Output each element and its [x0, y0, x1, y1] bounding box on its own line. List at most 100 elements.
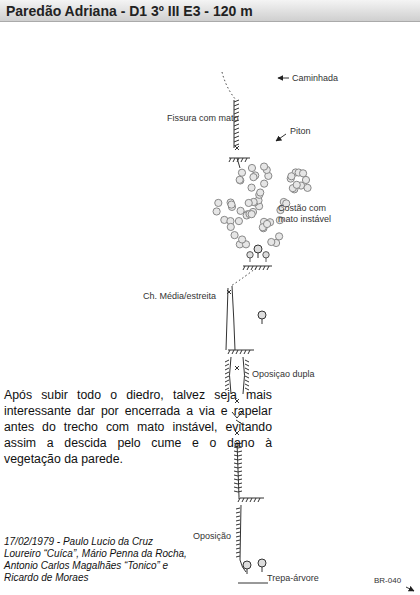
hatch-stroke: [241, 158, 243, 162]
hatch-stroke: [238, 467, 242, 468]
hatch-stroke: [245, 364, 249, 366]
leader-arrow: [278, 78, 289, 79]
route-line: [237, 158, 240, 168]
route-label: Caminhada: [292, 73, 338, 84]
hatch-stroke: [234, 467, 238, 468]
hatch-stroke: [234, 459, 238, 460]
chimney-wall: [226, 288, 228, 350]
hatch-stroke: [238, 455, 242, 456]
hatch-stroke: [236, 552, 240, 553]
hatch-stroke: [228, 350, 230, 354]
loose-rock: [245, 199, 252, 206]
belay: [243, 266, 272, 267]
ground: [238, 583, 268, 584]
hatch-stroke: [234, 479, 238, 480]
loose-rock: [213, 208, 220, 215]
hatch-stroke: [236, 520, 240, 521]
hatch-stroke: [236, 540, 240, 541]
hatch-stroke: [236, 544, 240, 545]
loose-rock: [260, 163, 267, 170]
fissure: [234, 100, 235, 148]
hatch-stroke: [245, 372, 249, 374]
route-label: Fissura com mato: [167, 113, 239, 124]
route-label: Oposição: [193, 531, 231, 542]
loose-rock: [238, 169, 245, 176]
hatch-stroke: [234, 140, 239, 142]
hatch-stroke: [225, 372, 229, 374]
hatch-stroke: [225, 376, 229, 378]
hatch-stroke: [236, 528, 240, 529]
tree-symbol: [247, 252, 253, 262]
loose-rock: [261, 180, 268, 187]
hatch-stroke: [225, 384, 229, 386]
route-label: Oposiçao dupla: [252, 369, 315, 380]
hatch-stroke: [245, 376, 249, 378]
chimney-wall: [232, 286, 235, 350]
loose-rock: [304, 184, 311, 191]
opposition-crack: [240, 505, 246, 572]
loose-rock: [268, 238, 275, 245]
hatch-stroke: [234, 483, 238, 484]
hatch-stroke: [250, 498, 252, 502]
hatch-stroke: [234, 463, 238, 464]
hatch-stroke: [251, 266, 253, 270]
route-label: Ch. Média/estreita: [143, 291, 216, 302]
hatch-stroke: [245, 158, 247, 162]
hatch-stroke: [234, 471, 238, 472]
hatch-stroke: [245, 368, 249, 370]
hatch-stroke: [238, 459, 242, 460]
hatch-stroke: [243, 266, 245, 270]
route-line: [231, 268, 256, 286]
loose-rock: [237, 177, 244, 184]
hatch-stroke: [246, 498, 248, 502]
loose-rock: [293, 181, 300, 188]
hatch-stroke: [225, 360, 229, 362]
hatch-stroke: [236, 532, 240, 533]
piton-mark: [235, 366, 239, 370]
hatch-stroke: [238, 498, 240, 502]
hatch-stroke: [233, 158, 235, 162]
loose-rock: [257, 189, 264, 196]
hatch-stroke: [232, 350, 234, 354]
hatch-stroke: [236, 524, 240, 525]
hatch-stroke: [236, 556, 240, 557]
hatch-stroke: [234, 451, 238, 452]
piton-mark: [227, 290, 231, 294]
hatch-stroke: [234, 124, 239, 126]
hatch-stroke: [234, 136, 239, 138]
hatch-stroke: [234, 475, 238, 476]
hatch-stroke: [238, 463, 242, 464]
hatch-stroke: [236, 508, 240, 509]
hatch-stroke: [238, 479, 242, 480]
hatch-stroke: [234, 491, 238, 492]
hatch-stroke: [238, 487, 242, 488]
credits-text: 17/02/1979 - Paulo Lucio da Cruz Loureir…: [4, 536, 190, 584]
hatch-stroke: [245, 380, 249, 382]
loose-rock: [235, 217, 242, 224]
direction-arrow: [406, 587, 414, 591]
hatch-stroke: [238, 451, 242, 452]
hatch-stroke: [225, 364, 229, 366]
hatch-stroke: [236, 350, 238, 354]
hatch-stroke: [240, 350, 242, 354]
hatch-stroke: [245, 384, 249, 386]
tree-symbol: [258, 311, 266, 324]
tree-symbol: [263, 252, 269, 262]
leader-arrow: [276, 134, 286, 141]
hatch-stroke: [234, 104, 239, 106]
hatch-stroke: [238, 491, 242, 492]
loose-rock: [263, 220, 270, 227]
loose-rock: [228, 201, 235, 208]
hatch-stroke: [234, 108, 239, 110]
loose-rock: [227, 223, 234, 230]
crack: [237, 442, 239, 497]
hatch-stroke: [236, 512, 240, 513]
hatch-stroke: [225, 368, 229, 370]
hatch-stroke: [245, 360, 249, 362]
piton-mark: [235, 146, 239, 150]
hatch-stroke: [238, 475, 242, 476]
loose-rock: [288, 173, 295, 180]
hatch-stroke: [229, 158, 231, 162]
loose-rock: [237, 207, 244, 214]
loose-rock: [236, 176, 243, 183]
